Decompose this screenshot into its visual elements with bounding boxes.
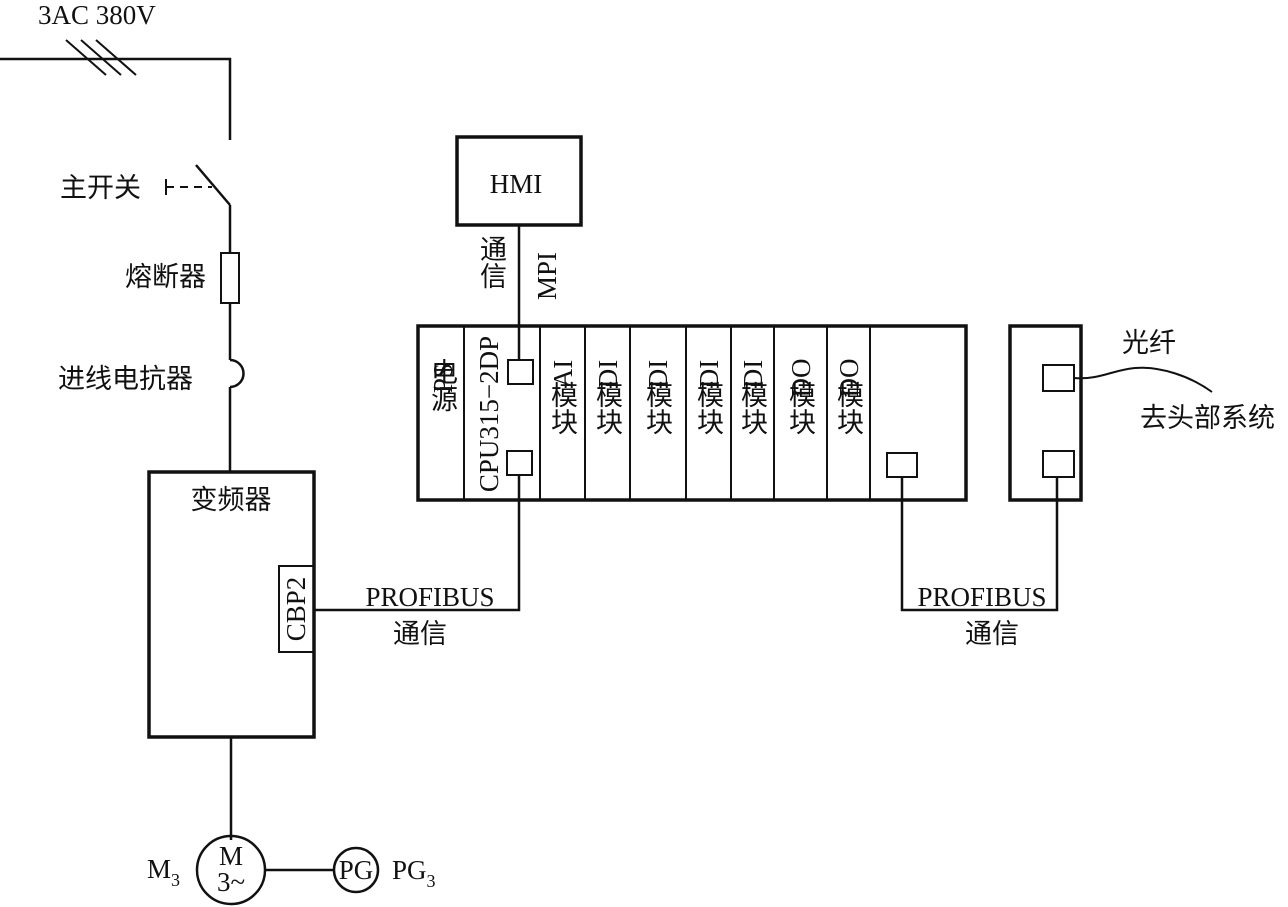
svg-text:DI: DI xyxy=(643,360,673,389)
svg-text:AI: AI xyxy=(548,360,578,389)
main-switch-label: 主开关 xyxy=(60,173,141,203)
reactor-coil xyxy=(229,358,245,389)
switch-blade xyxy=(195,164,231,206)
power-supply: 3AC 380V xyxy=(0,0,232,140)
remote-profibus-port xyxy=(1042,450,1075,478)
fiber-destination: 去头部系统 xyxy=(1140,403,1275,433)
fiber-cable xyxy=(1073,366,1213,393)
motor-symbol-top: M xyxy=(219,841,243,871)
supply-line xyxy=(0,57,232,140)
encoder: PG PG3 xyxy=(332,846,436,894)
encoder-label: PG3 xyxy=(392,855,436,891)
plc-rack-box xyxy=(416,324,968,502)
svg-text:模块: 模块 xyxy=(737,381,768,435)
inverter: 变频器 CBP2 xyxy=(147,470,316,840)
module-cpu: CPU315−2DP xyxy=(474,336,534,492)
module-ai: AI 模块 xyxy=(547,360,578,435)
svg-text:模块: 模块 xyxy=(547,381,578,435)
motor-label: M3 xyxy=(147,854,180,890)
fiber-label: 光纤 xyxy=(1122,328,1176,358)
main-switch: 主开关 xyxy=(60,164,232,253)
svg-text:CPU315−2DP: CPU315−2DP xyxy=(474,336,504,492)
module-di-2: DI 模块 xyxy=(642,360,673,435)
profibus-sub-label-1: 通信 xyxy=(393,619,447,649)
three-phase-tick-marks xyxy=(65,39,137,76)
remote-box xyxy=(1008,324,1083,502)
hmi: HMI 通信 MPI xyxy=(455,135,583,360)
encoder-symbol-text: PG xyxy=(339,855,374,885)
inverter-title: 变频器 xyxy=(191,485,272,515)
plc-rack: 电源 PS CPU315−2DP AI 模块 DI 模块 DI 模块 DI 模块… xyxy=(416,324,968,502)
rack-dividers xyxy=(463,326,871,500)
profibus-label-2: PROFIBUS xyxy=(917,582,1046,612)
cpu-mpi-port xyxy=(507,359,534,385)
remote-box-frame xyxy=(1008,324,1083,502)
svg-text:DI: DI xyxy=(593,360,623,389)
fuse: 熔断器 xyxy=(125,252,240,360)
svg-text:DI: DI xyxy=(694,360,724,389)
svg-text:模块: 模块 xyxy=(642,381,673,435)
svg-text:DO: DO xyxy=(786,359,816,398)
profibus-sub-label-2: 通信 xyxy=(965,619,1019,649)
hmi-title: HMI xyxy=(490,169,543,199)
profibus-line-remote xyxy=(900,477,1059,612)
encoder-symbol xyxy=(332,846,380,894)
svg-text:模块: 模块 xyxy=(592,381,623,435)
svg-text:电源: 电源 xyxy=(427,358,457,412)
cbp2-label: CBP2 xyxy=(281,577,311,642)
supply-voltage-label: 3AC 380V xyxy=(38,0,156,30)
mpi-link-right-label: MPI xyxy=(532,252,562,300)
profibus-link-inverter: PROFIBUS 通信 xyxy=(314,475,521,649)
profibus-label-1: PROFIBUS xyxy=(365,582,494,612)
svg-text:模块: 模块 xyxy=(833,381,864,435)
module-di-4: DI 模块 xyxy=(737,360,768,435)
cpu-profibus-port xyxy=(506,450,533,476)
module-do-1: DO 模块 xyxy=(785,359,816,436)
fuse-label: 熔断器 xyxy=(125,262,206,292)
svg-text:模块: 模块 xyxy=(693,381,724,435)
fiber: 光纤 去头部系统 xyxy=(1073,328,1275,433)
svg-text:DO: DO xyxy=(834,359,864,398)
motor: M 3~ M3 xyxy=(147,834,334,906)
svg-text:PS: PS xyxy=(428,363,458,393)
profibus-link-remote: PROFIBUS 通信 xyxy=(900,477,1059,649)
line-reactor: 进线电抗器 xyxy=(58,358,245,472)
svg-text:模块: 模块 xyxy=(785,381,816,435)
motor-symbol-bottom: 3~ xyxy=(217,867,245,897)
module-power-supply: 电源 PS xyxy=(427,358,458,412)
module-di-3: DI 模块 xyxy=(693,360,724,435)
remote-fiber-port xyxy=(1042,364,1075,392)
reactor-label: 进线电抗器 xyxy=(58,364,193,394)
profibus-line-inverter xyxy=(314,475,521,612)
module-do-2: DO 模块 xyxy=(833,359,864,436)
fuse-body xyxy=(220,252,240,304)
mpi-link-left-label: 通信 xyxy=(476,235,507,289)
comm-module-port xyxy=(886,452,918,478)
svg-text:DI: DI xyxy=(738,360,768,389)
module-di-1: DI 模块 xyxy=(592,360,623,435)
